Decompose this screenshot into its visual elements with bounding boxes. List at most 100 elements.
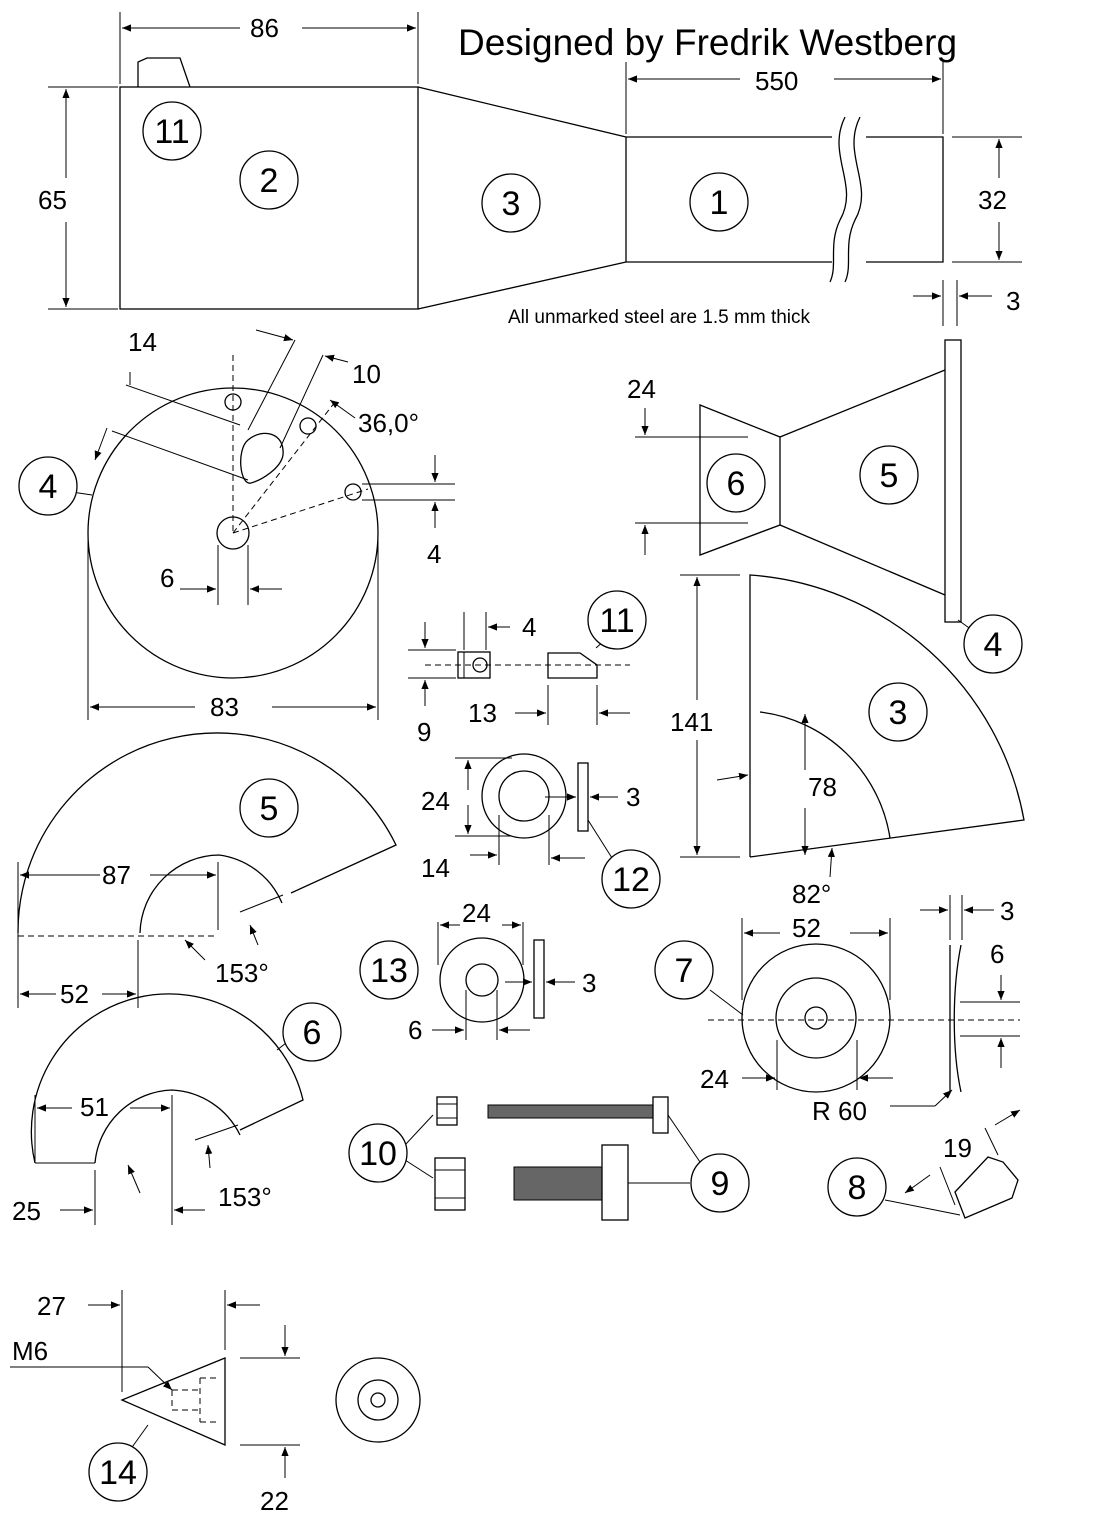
balloon-part-5-fan: 5 (239, 778, 299, 838)
svg-text:6: 6 (727, 465, 746, 503)
svg-text:13: 13 (370, 952, 408, 990)
svg-text:2: 2 (260, 162, 279, 200)
dim-wheel-hub: 24 (700, 1064, 729, 1094)
dim-segment-angle: 82° (792, 879, 831, 909)
dim-center-hole: 6 (160, 563, 174, 593)
dim-wedge-length: 13 (468, 698, 497, 728)
dim-cone-length: 27 (37, 1291, 66, 1321)
small-bolt-head (652, 1096, 669, 1134)
dim-segment-height: 141 (670, 707, 713, 737)
part-3-funnel (417, 86, 627, 310)
svg-text:9: 9 (711, 1165, 730, 1203)
large-nut (434, 1157, 466, 1211)
dim-fan6-angle: 153° (218, 1182, 272, 1212)
fan5-outer (17, 732, 397, 934)
svg-text:5: 5 (880, 457, 899, 495)
disc-slot (240, 432, 284, 484)
dim-washer13-id: 6 (408, 1015, 422, 1045)
balloon-part-11: 11 (142, 101, 202, 161)
dim-fan5-inner: 52 (60, 979, 89, 1009)
dim-washer13-od: 24 (462, 898, 491, 928)
dim-hole-dia: 4 (427, 539, 441, 569)
balloon-part-9: 9 (690, 1153, 750, 1213)
part-7-wheel: 52 3 6 24 R 60 7 (654, 895, 1020, 1126)
dim-pin-height: 4 (522, 612, 536, 642)
part-1-tube (625, 136, 944, 263)
part-2-box (119, 86, 419, 310)
part-3-segment: 141 78 82° 3 (670, 574, 1025, 909)
dim-slot-width: 10 (352, 359, 381, 389)
parts-9-10-hardware: 10 9 (348, 1096, 750, 1221)
drawing-title: Designed by Fredrik Westberg (458, 22, 957, 63)
part-11-detail: 4 9 13 11 (408, 590, 647, 747)
svg-text:12: 12 (612, 861, 650, 899)
svg-text:14: 14 (99, 1454, 137, 1492)
fan6-outer (30, 993, 304, 1164)
fan5-inner (139, 854, 283, 934)
cone-side-view: 24 6 5 4 (627, 339, 1023, 674)
balloon-part-6-fan: 6 (282, 1002, 342, 1062)
balloon-part-4-side: 4 (963, 614, 1023, 674)
svg-text:3: 3 (889, 694, 908, 732)
dim-assembly-height: 65 (38, 185, 67, 215)
material-note: All unmarked steel are 1.5 mm thick (508, 307, 811, 328)
svg-text:7: 7 (675, 952, 694, 990)
svg-text:5: 5 (260, 790, 279, 828)
balloon-part-5-side: 5 (859, 445, 919, 505)
wheel-side-profile (949, 944, 962, 1093)
balloon-part-2: 2 (239, 150, 299, 210)
part-14-cone: 27 M6 22 14 (10, 1290, 421, 1516)
segment-inner-arc (759, 711, 891, 839)
part-12-washer: 24 14 3 12 (421, 753, 661, 909)
tube-break-lines (829, 116, 863, 283)
dim-washer12-id: 14 (421, 853, 450, 883)
part-5-fan: 87 52 153° 5 (17, 732, 397, 1009)
part-8-cam: 19 8 (827, 1109, 1021, 1219)
segment-outline (749, 574, 1025, 858)
svg-text:4: 4 (984, 626, 1003, 664)
dim-wheel-od: 52 (792, 913, 821, 943)
dim-cone-thread: M6 (12, 1336, 48, 1366)
dim-fan5-radius: 87 (102, 860, 131, 890)
svg-text:11: 11 (154, 113, 189, 151)
balloon-part-6-side: 6 (706, 453, 766, 513)
part-6-fan: 51 25 153° 6 (12, 993, 342, 1226)
part-5-side (779, 369, 946, 596)
dim-assembly-width: 86 (250, 13, 279, 43)
svg-text:8: 8 (848, 1169, 867, 1207)
dim-tube-thickness: 3 (1006, 286, 1020, 316)
cone-end-view (335, 1357, 421, 1443)
dim-washer12-od: 24 (421, 786, 450, 816)
small-bolt-thread (487, 1104, 654, 1119)
dim-fan5-angle: 153° (215, 958, 269, 988)
dim-tube-length: 550 (755, 66, 798, 96)
large-bolt-thread (513, 1166, 603, 1201)
dim-wheel-t: 3 (1000, 896, 1014, 926)
svg-text:3: 3 (502, 185, 521, 223)
part-4-disc: 6 14 10 36,0° 4 83 4 (18, 327, 455, 722)
dim-fan6-radius: 51 (80, 1092, 109, 1122)
main-assembly: 86 65 550 32 3 11 2 (38, 12, 1022, 326)
balloon-part-8: 8 (827, 1157, 887, 1217)
svg-text:11: 11 (599, 602, 634, 640)
dim-disc-diameter: 83 (210, 692, 239, 722)
balloon-part-12: 12 (601, 849, 661, 909)
dim-wheel-radius: R 60 (812, 1096, 867, 1126)
dim-cone-dia: 22 (260, 1486, 289, 1516)
svg-text:4: 4 (39, 468, 58, 506)
balloon-part-4: 4 (18, 456, 78, 516)
dim-pin-dia: 9 (417, 717, 431, 747)
balloon-part-7: 7 (654, 940, 714, 1000)
balloon-part-3: 3 (481, 173, 541, 233)
dim-cam-width: 19 (943, 1133, 972, 1163)
dim-fan6-inner: 25 (12, 1196, 41, 1226)
balloon-part-10: 10 (348, 1123, 408, 1183)
svg-text:1: 1 (710, 184, 729, 222)
part-4-plate-side (944, 339, 962, 623)
part-13-washer: 24 6 3 13 (359, 898, 596, 1045)
dim-tube-diameter: 32 (978, 185, 1007, 215)
svg-text:6: 6 (303, 1014, 322, 1052)
dim-washer13-t: 3 (582, 968, 596, 998)
small-nut (436, 1096, 458, 1126)
